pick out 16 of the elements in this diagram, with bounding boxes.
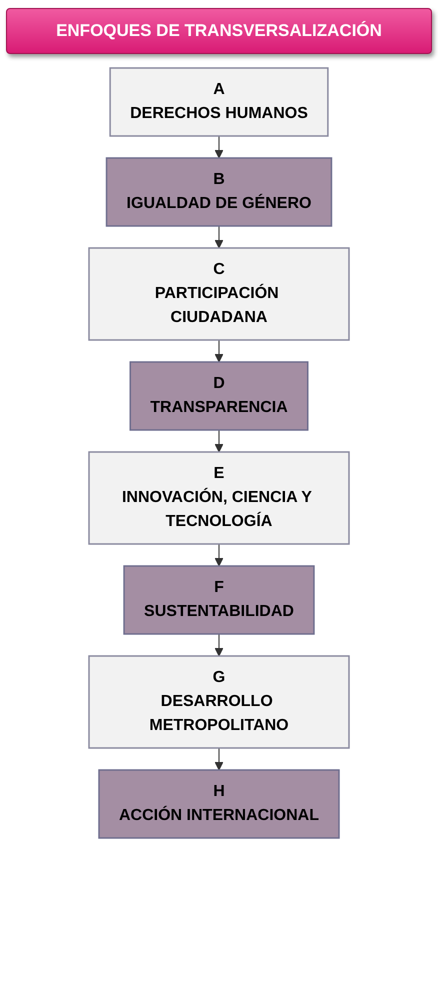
node-box: D TRANSPARENCIA [130,361,308,431]
node-box: B IGUALDAD DE GÉNERO [106,157,332,227]
arrow [214,340,224,362]
node-box: A DERECHOS HUMANOS [109,67,329,137]
node-box: G DESARROLLO METROPOLITANO [88,655,350,749]
node-box: H ACCIÓN INTERNACIONAL [98,769,340,839]
arrow [214,634,224,656]
node-box: F SUSTENTABILIDAD [123,565,315,635]
arrow [214,226,224,248]
arrow [214,748,224,770]
arrow [214,544,224,566]
arrow [214,430,224,452]
node-box: E INNOVACIÓN, CIENCIA Y TECNOLOGÍA [88,451,350,545]
arrow [214,136,224,158]
title-banner: ENFOQUES DE TRANSVERSALIZACIÓN [6,8,432,54]
node-box: C PARTICIPACIÓN CIUDADANA [88,247,350,341]
